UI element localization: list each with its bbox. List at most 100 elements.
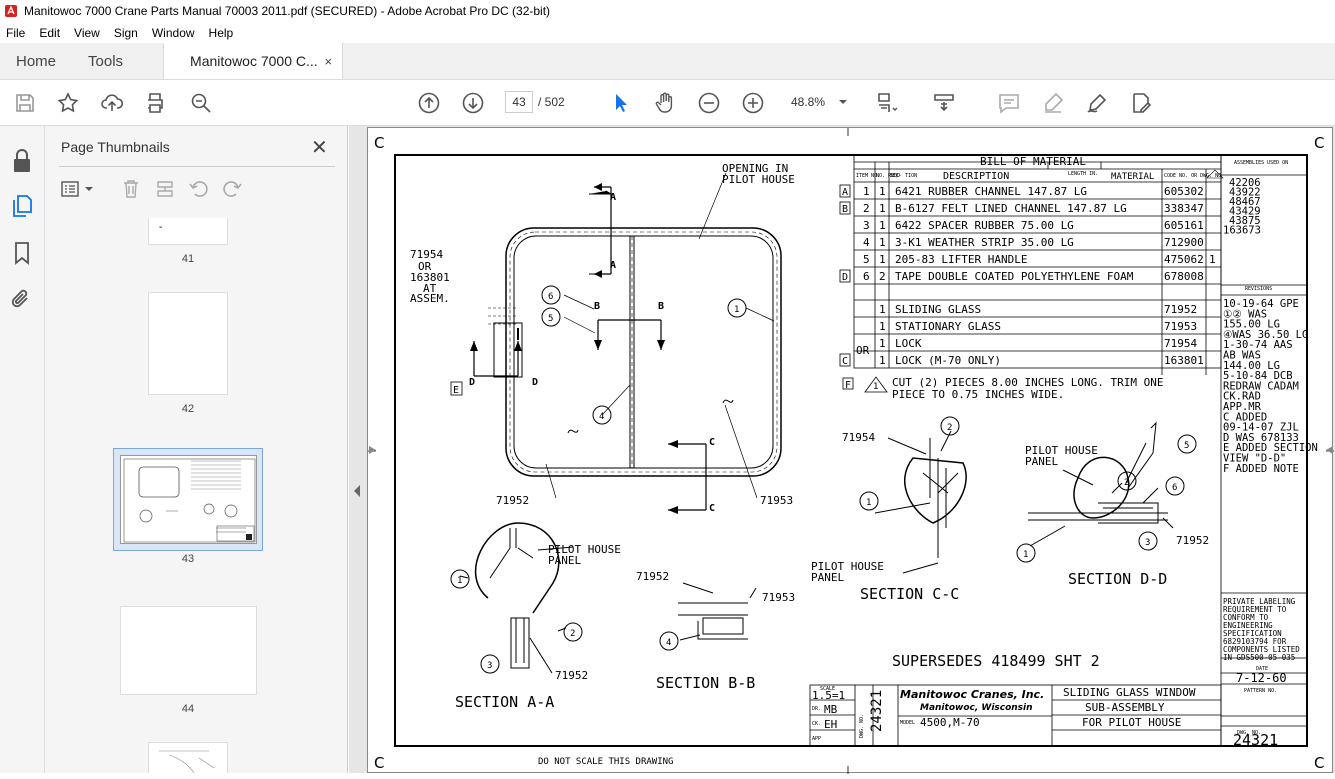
insert-page-icon[interactable] bbox=[155, 179, 175, 199]
upload-icon[interactable] bbox=[100, 91, 124, 115]
lock-note-3: 163801 bbox=[410, 271, 450, 284]
rotate-right-icon[interactable] bbox=[221, 179, 243, 199]
bom-head-item: ITEM NO. bbox=[856, 173, 880, 179]
sign-icon[interactable] bbox=[1085, 91, 1109, 115]
menu-sign[interactable]: Sign bbox=[113, 25, 138, 40]
section-a-bottom: A bbox=[610, 260, 616, 271]
page-number-input[interactable]: 43 bbox=[505, 91, 533, 113]
callout-6: 6 bbox=[548, 292, 553, 302]
menu-view[interactable]: View bbox=[74, 25, 100, 40]
tab-document[interactable]: Manitowoc 7000 C... × bbox=[163, 43, 344, 79]
bom-revision-mark-box bbox=[839, 184, 851, 198]
title-line-2: SUB-ASSEMBLY bbox=[1085, 701, 1165, 714]
tab-home[interactable]: Home bbox=[16, 52, 57, 70]
tab-close-icon[interactable]: × bbox=[324, 53, 333, 69]
label-opening-1: OPENING IN bbox=[722, 162, 788, 175]
section-c-bottom: C bbox=[709, 503, 715, 514]
bom-item-number: 6 bbox=[863, 270, 870, 283]
revision-entry: 144.00 LG bbox=[1223, 360, 1280, 372]
bom-code: 712900 bbox=[1164, 236, 1204, 249]
next-page-icon[interactable] bbox=[461, 91, 485, 115]
section-d-right: D bbox=[532, 377, 538, 388]
menu-window[interactable]: Window bbox=[151, 25, 195, 40]
thumbnail-page-42[interactable] bbox=[148, 292, 228, 395]
bookmark-icon[interactable] bbox=[12, 241, 32, 265]
revision-entry: 09-14-07 ZJL bbox=[1223, 422, 1299, 434]
bom-head-reqd: NO. REQD bbox=[876, 173, 900, 179]
thumbnail-page-41[interactable]: - bbox=[148, 218, 228, 245]
thumbnail-options-icon[interactable] bbox=[60, 179, 96, 199]
thumbnail-page-43-selected[interactable] bbox=[113, 448, 263, 551]
menu-help[interactable]: Help bbox=[208, 25, 234, 40]
assemblies-head: ASSEMBLIES USED ON bbox=[1234, 160, 1288, 166]
thumbnail-drawing-preview bbox=[123, 458, 256, 543]
attachment-icon[interactable] bbox=[11, 287, 33, 311]
page-fit-icon[interactable] bbox=[875, 91, 899, 115]
e-mark: E bbox=[453, 385, 459, 396]
highlight-pen-icon[interactable] bbox=[1041, 91, 1065, 115]
tab-tools[interactable]: Tools bbox=[88, 52, 124, 70]
rotate-left-icon[interactable] bbox=[188, 179, 210, 199]
revision-entry: ①② WAS bbox=[1223, 308, 1267, 320]
revisions-head: REVISIONS bbox=[1245, 286, 1272, 292]
bom-item-number: 2 bbox=[863, 202, 870, 215]
corner-mark: C bbox=[1314, 754, 1324, 772]
private-labeling-note: 6829103794 FOR bbox=[1223, 637, 1287, 646]
drawn-by: MB bbox=[824, 703, 838, 716]
page-thumbnails-icon[interactable] bbox=[11, 194, 33, 218]
comment-icon[interactable] bbox=[997, 91, 1021, 115]
revision-entry: ④WAS 36.50 LG bbox=[1223, 329, 1308, 341]
label-sliding-glass-dd: 71952 bbox=[1176, 534, 1209, 547]
zoom-dropdown-icon[interactable] bbox=[838, 97, 848, 107]
edit-tools-icon[interactable] bbox=[1129, 91, 1153, 115]
bom-description: STATIONARY GLASS bbox=[895, 320, 1001, 333]
zoom-search-icon[interactable] bbox=[189, 91, 213, 115]
bom-item-number: 3 bbox=[863, 219, 870, 232]
label-pilot-house-cc-2: PANEL bbox=[811, 571, 844, 584]
bom-quantity: 1 bbox=[879, 337, 886, 350]
select-cursor-icon[interactable] bbox=[609, 91, 633, 115]
drawing-number-side-head: DWG. NO. bbox=[859, 714, 865, 738]
panel-close-icon[interactable]: ✕ bbox=[311, 137, 328, 159]
revision-entry: REDRAW CADAM bbox=[1223, 380, 1299, 392]
section-c-c-detail bbox=[874, 430, 967, 574]
bom-head-description: DESCRIPTION bbox=[943, 171, 1009, 182]
date-head: DATE bbox=[1256, 666, 1268, 672]
zoom-level-input[interactable]: 48.8% bbox=[791, 95, 826, 109]
tab-document-label: Manitowoc 7000 C... bbox=[190, 53, 318, 69]
bom-code: 71953 bbox=[1164, 320, 1197, 333]
acrobat-icon bbox=[5, 5, 17, 17]
callout-2: 2 bbox=[947, 423, 952, 433]
window-title: Manitowoc 7000 Crane Parts Manual 70003 … bbox=[24, 4, 551, 18]
save-icon[interactable] bbox=[13, 91, 37, 115]
bom-code: 475062 bbox=[1164, 253, 1204, 266]
collapse-panel-icon[interactable] bbox=[352, 484, 362, 498]
star-icon[interactable] bbox=[56, 91, 80, 115]
menu-edit[interactable]: Edit bbox=[39, 25, 61, 40]
print-icon[interactable] bbox=[143, 91, 167, 115]
thumbnail-page-45[interactable] bbox=[148, 742, 228, 774]
bom-code: 678008 bbox=[1164, 270, 1204, 283]
checked-by: EH bbox=[824, 718, 837, 731]
pattern-head: PATTERN NO. bbox=[1244, 688, 1277, 694]
thumbnail-label-44: 44 bbox=[181, 703, 195, 715]
note-circle: 1 bbox=[873, 382, 878, 392]
lock-icon[interactable] bbox=[11, 148, 33, 174]
hand-tool-icon[interactable] bbox=[653, 91, 677, 115]
label-lock: 71954 bbox=[842, 431, 875, 444]
label-pilot-house-dd-1: PILOT HOUSE bbox=[1025, 444, 1098, 457]
zoom-in-icon[interactable] bbox=[741, 91, 765, 115]
menu-file[interactable]: File bbox=[6, 25, 26, 40]
thumbnail-page-44[interactable] bbox=[120, 606, 257, 695]
scroll-mode-icon[interactable] bbox=[932, 91, 956, 115]
assembly-number: 43875 bbox=[1229, 215, 1261, 227]
zoom-out-icon[interactable] bbox=[697, 91, 721, 115]
supersedes-note: SUPERSEDES 418499 SHT 2 bbox=[892, 652, 1100, 670]
bom-head-material: MATERIAL bbox=[1111, 172, 1154, 182]
previous-page-icon[interactable] bbox=[417, 91, 441, 115]
private-labeling-note: CONFORM TO bbox=[1223, 613, 1269, 622]
delete-page-icon[interactable] bbox=[121, 179, 141, 199]
revision-entry: 155.00 LG bbox=[1223, 319, 1280, 331]
bom-head-code: CODE NO. OR DWG. NO bbox=[1164, 173, 1221, 179]
bom-or-label: OR bbox=[856, 344, 870, 357]
